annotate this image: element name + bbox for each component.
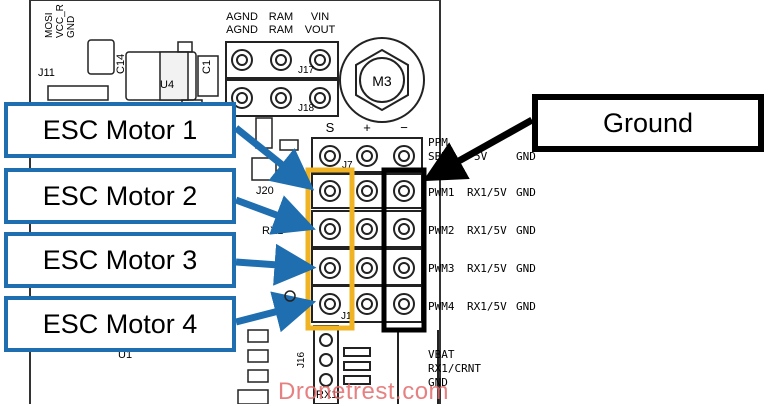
arrow-ground (422, 116, 534, 182)
label-gnd: GND (66, 16, 77, 38)
refdes-rx1-bottom: RX1 (316, 389, 337, 401)
callout-esc-motor-3: ESC Motor 3 (4, 232, 236, 288)
pwm4-src: RX1/5V (467, 300, 507, 313)
header-column-labels: S + − (326, 120, 408, 135)
column-label-minus: − (400, 120, 408, 135)
refdes-j11: J11 (38, 67, 55, 79)
refdes-j7: J7 (342, 160, 353, 171)
callout-ground: Ground (532, 94, 764, 152)
refdes-u4: U4 (160, 79, 174, 91)
callout-label: ESC Motor 4 (42, 308, 198, 339)
top-row-gnd: GND (516, 150, 536, 163)
callout-label: ESC Motor 3 (42, 244, 198, 275)
pwm2-src: RX1/5V (467, 224, 507, 237)
refdes-rx1: RX1 (262, 225, 283, 237)
ground-label: Ground (602, 107, 694, 138)
label-vout: VOUT (305, 24, 336, 36)
column-label-signal: S (326, 120, 335, 135)
refdes-j18: J18 (298, 103, 315, 114)
refdes-j20: J20 (256, 185, 274, 197)
left-refdes: J11 C14 U4 C1 J20 RX1 U1 RX1 (38, 54, 337, 401)
pwm3-gnd: GND (516, 262, 536, 275)
label-vcc: VCC_R (55, 4, 66, 38)
arrow-motor-1 (233, 125, 315, 191)
watermark: Dronetrest.com (278, 378, 450, 405)
ground-column-highlight (381, 167, 427, 333)
refdes-u1: U1 (118, 349, 132, 361)
pin-labels: PPM SBUS 5V GND PWM1 RX1/5V GND PWM2 RX1… (428, 136, 536, 389)
pwm3-pin: PWM3 (428, 262, 455, 275)
arrow-motor-2 (234, 195, 316, 235)
callout-arrows (233, 125, 317, 333)
pwm2-gnd: GND (516, 224, 536, 237)
mounting-hole (339, 37, 425, 123)
pwm1-gnd: GND (516, 186, 536, 199)
refdes-j1: J1 (341, 311, 352, 322)
refdes-j16: J16 (296, 351, 307, 368)
servo-header (311, 137, 439, 404)
pwm3-src: RX1/5V (467, 262, 507, 275)
callout-esc-motor-4: ESC Motor 4 (4, 296, 236, 352)
pwm4-gnd: GND (516, 300, 536, 313)
power-header-labels: AGND AGND RAM RAM VIN VOUT (226, 11, 335, 36)
test-point (284, 290, 296, 302)
callout-esc-motor-2: ESC Motor 2 (4, 168, 236, 224)
left-components (47, 39, 299, 404)
label-mosi: MOSI (44, 12, 55, 38)
arrow-motor-3 (235, 243, 317, 286)
sbus-label: SBUS (428, 150, 455, 163)
bottom-gnd-label: GND (428, 376, 448, 389)
power-header-pins (225, 41, 339, 117)
label-agnd-2: AGND (226, 24, 258, 36)
mount-label: M3 (372, 73, 392, 89)
pwm4-pin: PWM4 (428, 300, 455, 313)
label-ram-2: RAM (269, 24, 293, 36)
label-ram-1: RAM (269, 11, 293, 23)
pwm1-pin: PWM1 (428, 186, 455, 199)
callout-label: ESC Motor 1 (42, 114, 198, 145)
pwm2-pin: PWM2 (428, 224, 455, 237)
ppm-label: PPM (428, 136, 448, 149)
label-vin: VIN (311, 11, 329, 23)
column-label-plus: + (363, 120, 371, 135)
arrow-motor-4 (235, 291, 317, 333)
callout-esc-motor-1: ESC Motor 1 (4, 102, 236, 158)
top-left-labels: MOSI VCC_R GND (44, 4, 77, 38)
callout-label: ESC Motor 2 (42, 180, 198, 211)
pwm1-src: RX1/5V (467, 186, 507, 199)
refdes-c1: C1 (201, 60, 213, 74)
refdes-c14: C14 (115, 54, 127, 74)
label-agnd-1: AGND (226, 11, 258, 23)
vbat-label: VBAT (428, 348, 455, 361)
refdes-j17: J17 (298, 65, 315, 76)
crnt-label: RX1/CRNT (428, 362, 481, 375)
